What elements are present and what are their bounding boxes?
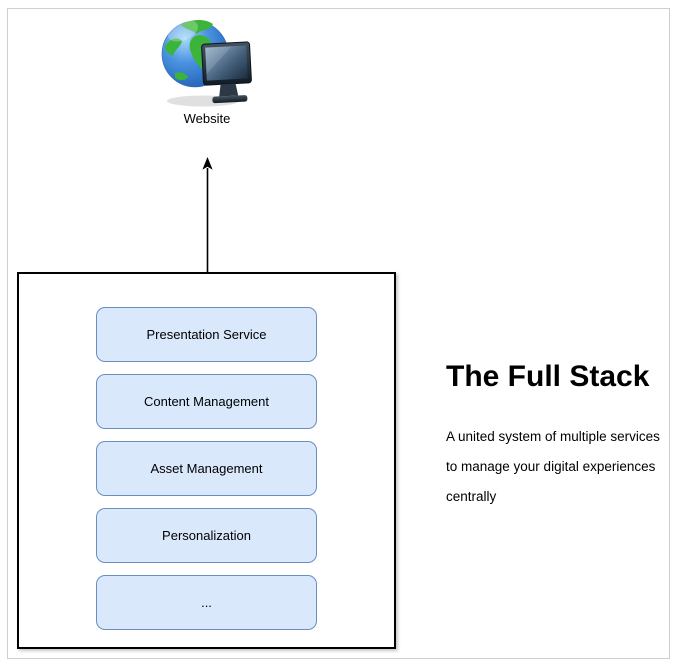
stack-box-label: Personalization — [162, 528, 251, 543]
stack-box-ellipsis: ... — [96, 575, 317, 630]
stack-box-asset-management: Asset Management — [96, 441, 317, 496]
stack-box-label: Content Management — [143, 394, 270, 409]
globe-monitor-icon — [161, 19, 252, 107]
website-label: Website — [183, 111, 231, 126]
page-border — [7, 8, 670, 659]
description-line: centrally — [446, 489, 497, 504]
stack-box-label: ... — [201, 595, 212, 610]
section-description: A united system of multiple services to … — [446, 422, 660, 512]
stack-box-personalization: Personalization — [96, 508, 317, 563]
stack-box-label: Presentation Service — [146, 327, 267, 342]
arrow-up-connector — [202, 157, 213, 273]
stack-container-box: Presentation Service Content Management … — [17, 272, 396, 649]
stack-box-content-management: Content Management — [96, 374, 317, 429]
stack-box-presentation-service: Presentation Service — [96, 307, 317, 362]
description-line: A united system of multiple services — [446, 429, 660, 444]
section-title: The Full Stack — [446, 360, 650, 393]
stack-box-label: Asset Management — [150, 461, 263, 476]
description-line: to manage your digital experiences — [446, 459, 656, 474]
